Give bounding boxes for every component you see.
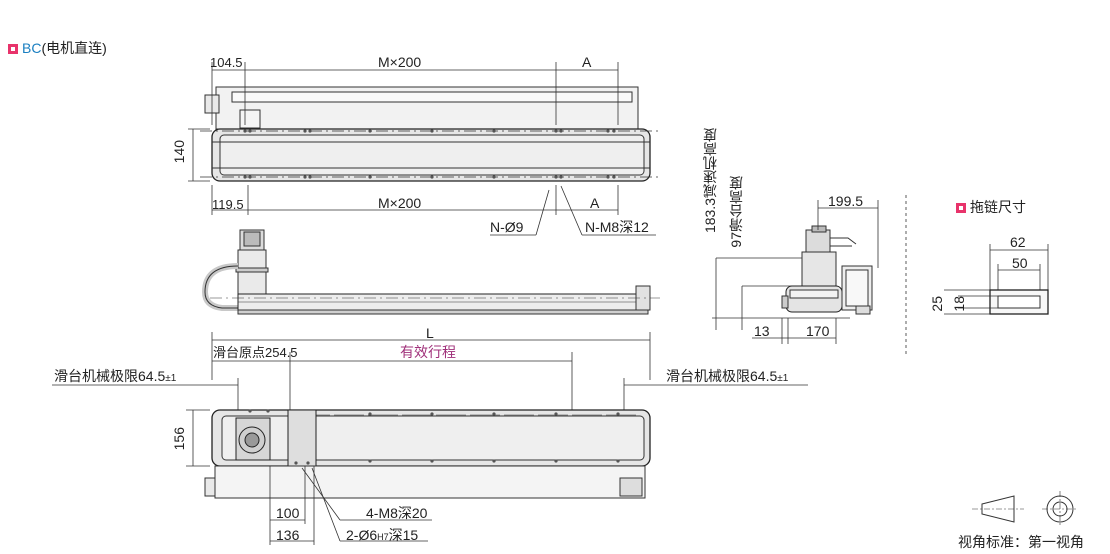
dim-104-5: 104.5 [210, 55, 243, 70]
dim-183-3: 183.3减速机高度 [702, 128, 718, 234]
chain-marker-icon [956, 203, 966, 213]
top-view-drawing [188, 62, 660, 236]
dim-156: 156 [171, 427, 187, 451]
bottom-view-drawing [52, 332, 808, 545]
dim-13: 13 [754, 323, 770, 339]
slider-origin-label: 滑台原点254.5 [213, 345, 298, 360]
dim-l: L [426, 325, 434, 341]
hole-m8-20-label: 4-M8深20 [366, 505, 428, 521]
dim-100: 100 [276, 505, 300, 521]
mech-limit-left-text: 滑台机械极限64.5 [54, 368, 166, 384]
mech-limit-left-tolerance: ±1 [165, 373, 177, 384]
dim-a-bottom: A [590, 195, 600, 211]
hole-n9-label: N-Ø9 [490, 219, 524, 235]
mech-limit-right: 滑台机械极限64.5±1 [666, 369, 788, 384]
dim-136: 136 [276, 527, 300, 543]
section-header: BC(电机直连) [8, 41, 107, 55]
dim-119-5: 119.5 [212, 197, 244, 212]
mech-limit-right-text: 滑台机械极限64.5 [666, 368, 778, 384]
side-view-drawing [712, 195, 907, 355]
chain-dim-25: 25 [929, 296, 945, 312]
chain-dim-62: 62 [1010, 234, 1026, 250]
hole-6h7-text: 2-Ø6 [346, 527, 378, 543]
mech-limit-left: 滑台机械极限64.5±1 [54, 369, 176, 384]
hole-6h7-depth: 深15 [388, 527, 419, 543]
header-suffix: (电机直连) [41, 40, 107, 56]
hole-m8-12-label: N-M8深12 [585, 219, 649, 235]
header-prefix: BC [22, 40, 42, 56]
dim-97: 97滑台高度 [728, 176, 744, 248]
dim-m200-top: M×200 [378, 54, 422, 70]
mech-limit-right-tolerance: ±1 [777, 373, 789, 384]
section-marker-icon [8, 44, 18, 54]
projection-symbol [972, 491, 1078, 527]
dim-199-5: 199.5 [828, 193, 864, 209]
dim-m200-bottom: M×200 [378, 195, 422, 211]
chain-dim-50: 50 [1012, 255, 1028, 271]
dim-140: 140 [171, 140, 187, 164]
hole-6h7-label: 2-Ø6H7深15 [346, 528, 418, 542]
chain-dim-18: 18 [951, 296, 967, 312]
effective-stroke-label: 有效行程 [400, 344, 456, 360]
chain-title-text: 拖链尺寸 [970, 199, 1026, 215]
dim-170: 170 [806, 323, 830, 339]
dim-a-top: A [582, 54, 592, 70]
hole-6h7-tol: H7 [377, 532, 389, 542]
chain-drawing [944, 244, 1049, 315]
front-view-drawing [201, 229, 660, 315]
projection-label: 视角标准：第一视角 [958, 534, 1084, 550]
chain-title: 拖链尺寸 [956, 200, 1026, 214]
